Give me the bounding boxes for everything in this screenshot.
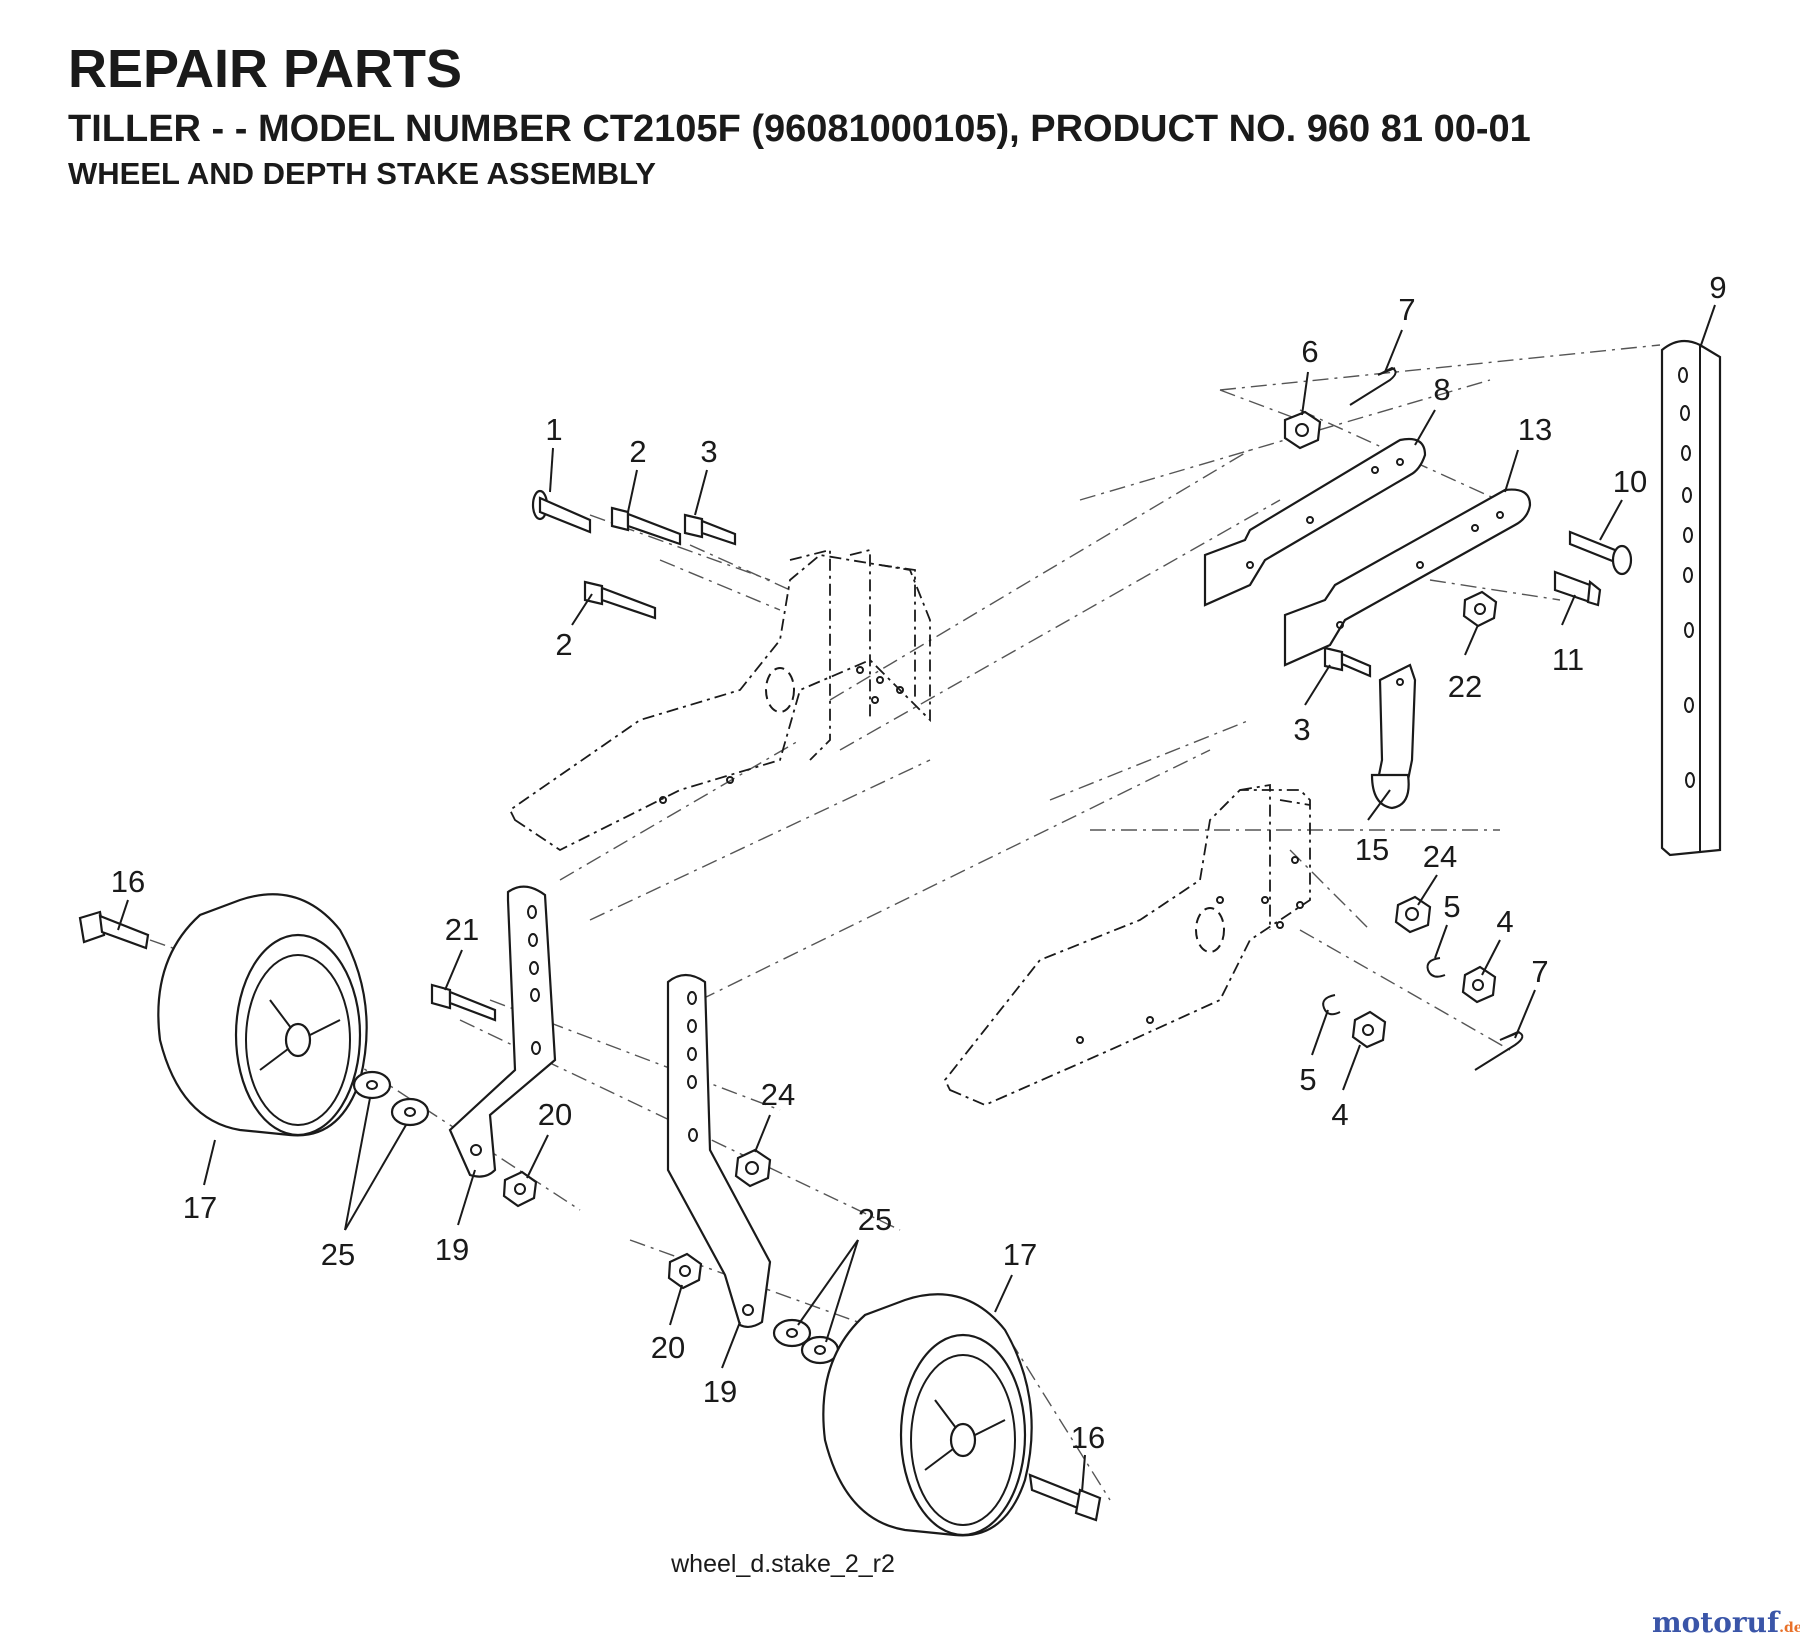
callout-6: 6: [1301, 334, 1318, 369]
callout-19-left: 19: [435, 1232, 469, 1267]
callout-25-left: 25: [321, 1237, 355, 1272]
pin-part-10: [1568, 530, 1633, 576]
bolt-part-16-right: [1028, 1473, 1102, 1522]
bolt-part-21: [430, 983, 497, 1022]
lockwasher-part-5-right: [1426, 957, 1446, 978]
callout-labels: 1 2 3 2 6 7 8 13 9 10 11 22 3 15 24 5 4 …: [111, 270, 1727, 1455]
locknut-part-24-right: [1394, 895, 1432, 934]
drawing-file-name: wheel_d.stake_2_r2: [670, 1550, 895, 1578]
nut-part-22: [1462, 590, 1498, 628]
callout-5-left: 5: [1299, 1062, 1316, 1097]
tiller-frame-upper: [508, 548, 931, 852]
bolt-part-3-lower: [1323, 646, 1372, 678]
callout-4-right: 4: [1496, 904, 1513, 939]
callout-11: 11: [1552, 642, 1584, 677]
callout-7-lower: 7: [1531, 954, 1548, 989]
watermark-logo: motoruf.de: [1652, 1606, 1800, 1638]
bolt-part-16-left: [78, 910, 150, 950]
watermark-suffix: .de: [1779, 1620, 1800, 1636]
watermark-text: motoruf: [1652, 1606, 1781, 1638]
callout-10: 10: [1613, 464, 1647, 499]
nut-part-4-right: [1461, 965, 1497, 1004]
wheel-part-17-left: [157, 893, 368, 1137]
clevis-pin-part-1: [531, 489, 592, 534]
locknut-part-24-center: [734, 1148, 772, 1188]
wheel-bracket-part-19-left: [448, 885, 557, 1178]
washers-part-25-left: [352, 1070, 430, 1127]
callout-4-left: 4: [1331, 1097, 1348, 1132]
leader-lines: [117, 304, 1716, 1493]
callout-19-right: 19: [703, 1374, 737, 1409]
callout-21: 21: [445, 912, 479, 947]
tiller-frame-lower: [943, 783, 1311, 1106]
alignment-lines: [149, 344, 1661, 1501]
callout-9: 9: [1709, 270, 1726, 305]
nut-part-6: [1283, 410, 1322, 450]
scraper-part-15: [1370, 663, 1417, 810]
callout-16-right: 16: [1071, 1420, 1105, 1455]
callout-13: 13: [1518, 412, 1552, 447]
wheel-bracket-part-19-right: [666, 973, 772, 1329]
assembly-name: WHEEL AND DEPTH STAKE ASSEMBLY: [68, 156, 656, 191]
callout-17-right: 17: [1003, 1237, 1037, 1272]
nut-part-4-left: [1351, 1010, 1387, 1049]
callout-16-left: 16: [111, 864, 145, 899]
bolt-part-2-upper: [610, 506, 682, 546]
callout-15: 15: [1355, 832, 1389, 867]
callout-20-left: 20: [538, 1097, 572, 1132]
page-title: REPAIR PARTS: [68, 39, 463, 99]
callout-22: 22: [1448, 669, 1482, 704]
callout-7-upper: 7: [1398, 292, 1415, 327]
callout-24-right: 24: [1423, 839, 1457, 874]
callout-17-left: 17: [183, 1190, 217, 1225]
callout-24-center: 24: [761, 1077, 795, 1112]
callout-8: 8: [1433, 372, 1450, 407]
callout-25-right: 25: [858, 1202, 892, 1237]
bracket-part-13: [1283, 488, 1532, 667]
nut-part-20-right: [667, 1252, 703, 1290]
callout-2-upper: 2: [629, 434, 646, 469]
lockwasher-part-5-left: [1322, 994, 1341, 1016]
bolt-part-3-upper: [683, 513, 737, 546]
wheel-part-17-right: [822, 1293, 1033, 1537]
callout-20-right: 20: [651, 1330, 685, 1365]
model-subtitle: TILLER - - MODEL NUMBER CT2105F (9608100…: [68, 108, 1531, 150]
bolt-part-2-lower: [583, 580, 657, 620]
callout-5-right: 5: [1443, 889, 1460, 924]
callout-1: 1: [545, 412, 562, 447]
bolt-part-11: [1553, 570, 1602, 607]
callout-3-lower: 3: [1293, 712, 1310, 747]
callout-3-upper: 3: [700, 434, 717, 469]
depth-stake-part-9: [1660, 339, 1722, 857]
bracket-part-8: [1203, 437, 1427, 607]
nut-part-20-left: [502, 1170, 538, 1208]
callout-2-lower: 2: [555, 627, 572, 662]
hair-pin-part-7-upper: [1349, 366, 1397, 406]
washers-part-25-right: [772, 1318, 840, 1365]
